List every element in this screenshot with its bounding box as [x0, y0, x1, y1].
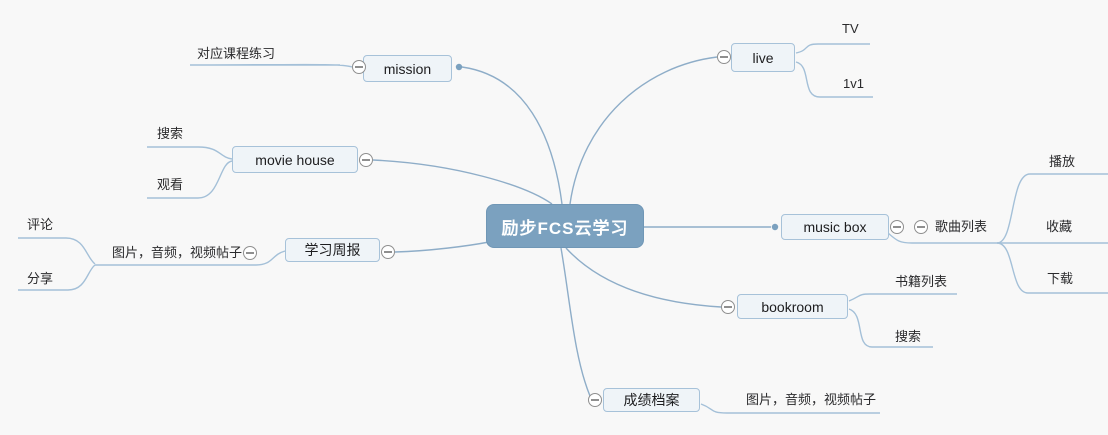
connector-movie-watch: [147, 160, 233, 199]
node-score-posts[interactable]: 图片，音频，视频帖子: [746, 392, 877, 407]
collapse-toggle-live[interactable]: [717, 50, 731, 64]
node-mission[interactable]: mission: [363, 55, 452, 82]
connector-bookroom-booklist: [848, 293, 957, 302]
connector-live-tv: [795, 43, 870, 54]
minus-icon: [591, 399, 599, 401]
node-root[interactable]: 励步FCS云学习: [486, 204, 644, 248]
collapse-toggle-weekly-report[interactable]: [381, 245, 395, 259]
minus-icon: [724, 306, 732, 308]
node-bookroom-label: bookroom: [761, 298, 824, 315]
collapse-toggle-song-list[interactable]: [914, 220, 928, 234]
node-weekly-report-label: 学习周报: [304, 242, 361, 258]
node-download[interactable]: 下载: [1047, 271, 1074, 286]
minus-icon: [720, 56, 728, 58]
connector-bookroom-search: [848, 308, 933, 348]
node-collect[interactable]: 收藏: [1046, 219, 1073, 234]
connector-root-mission: [461, 66, 563, 205]
minus-icon: [246, 252, 254, 254]
node-comment[interactable]: 评论: [27, 217, 54, 232]
node-play[interactable]: 播放: [1049, 154, 1076, 169]
minus-icon: [362, 159, 370, 161]
node-movie-watch[interactable]: 观看: [157, 177, 184, 192]
node-bookroom[interactable]: bookroom: [737, 294, 848, 319]
node-mission-label: mission: [383, 60, 432, 77]
node-score-archive-label: 成绩档案: [623, 392, 680, 408]
node-practice[interactable]: 对应课程练习: [197, 46, 276, 61]
connector-root-bookroom: [565, 247, 722, 308]
connector-posts-share: [18, 264, 96, 291]
node-movie-search[interactable]: 搜索: [157, 126, 184, 141]
connector-root-weekly-report: [394, 241, 490, 253]
connector-weekly-posts: [95, 250, 286, 266]
node-live[interactable]: live: [731, 43, 795, 72]
node-weekly-report[interactable]: 学习周报: [285, 238, 380, 262]
minus-icon: [355, 66, 363, 68]
connector-songlist-play: [996, 173, 1108, 244]
minus-icon: [893, 226, 901, 228]
connector-live-1v1: [795, 61, 873, 98]
connector-movie-search: [147, 146, 233, 160]
connector-score-posts: [700, 403, 880, 414]
node-movie-house[interactable]: movie house: [232, 146, 358, 173]
connector-music-songlist: [887, 232, 997, 244]
node-weekly-posts[interactable]: 图片，音频，视频帖子: [112, 245, 243, 260]
collapse-toggle-movie-house[interactable]: [359, 153, 373, 167]
connector-root-live: [569, 56, 718, 205]
connector-root-score-archive: [560, 247, 591, 397]
node-music-box-label: music box: [803, 219, 867, 235]
node-score-archive[interactable]: 成绩档案: [603, 388, 700, 412]
collapse-toggle-music-box[interactable]: [890, 220, 904, 234]
collapse-toggle-bookroom[interactable]: [721, 300, 735, 314]
connector-mission-practice: [189, 63, 353, 68]
node-tv[interactable]: TV: [842, 21, 859, 36]
connector-dot-music-box: [771, 223, 779, 231]
connector-posts-comment: [18, 237, 96, 265]
node-live-label: live: [752, 49, 774, 66]
collapse-toggle-mission[interactable]: [352, 60, 366, 74]
connector-root-movie-house: [372, 159, 553, 205]
node-music-box[interactable]: music box: [781, 214, 889, 240]
connector-dot-mission: [455, 63, 463, 71]
node-share[interactable]: 分享: [27, 271, 54, 286]
node-book-search[interactable]: 搜索: [895, 329, 922, 344]
minus-icon: [917, 226, 925, 228]
node-1v1[interactable]: 1v1: [843, 76, 864, 91]
minus-icon: [384, 251, 392, 253]
node-book-list[interactable]: 书籍列表: [895, 274, 948, 289]
collapse-toggle-weekly-posts[interactable]: [243, 246, 257, 260]
collapse-toggle-score-archive[interactable]: [588, 393, 602, 407]
node-movie-house-label: movie house: [255, 151, 335, 168]
node-song-list[interactable]: 歌曲列表: [935, 219, 988, 234]
connector-songlist-download: [996, 242, 1108, 294]
node-root-label: 励步FCS云学习: [501, 218, 629, 238]
